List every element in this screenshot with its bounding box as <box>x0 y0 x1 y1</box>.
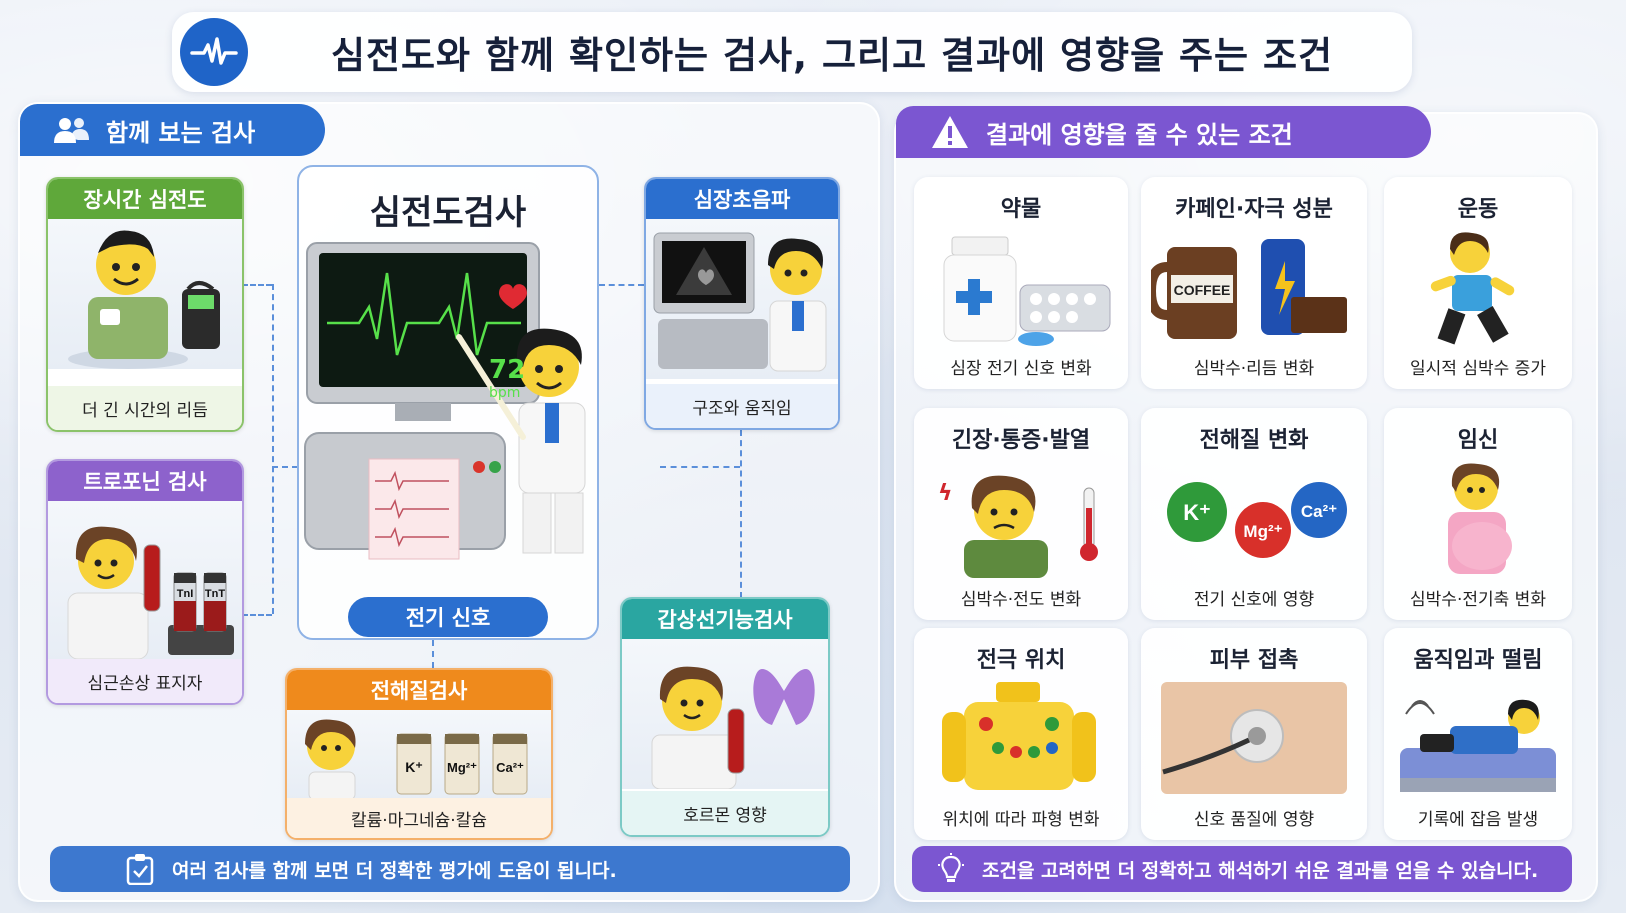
holter-title: 장시간 심전도 <box>48 179 242 219</box>
thyroid-test-card[interactable]: 갑상선기능검사 호르몬 영향 <box>620 597 830 837</box>
ion-ball-ca: Ca²⁺ <box>1301 502 1337 521</box>
thyroid-image <box>622 639 828 790</box>
ion-label-mg: Mg²⁺ <box>447 760 477 775</box>
related-tests-title: 함께 보는 검사 <box>106 118 256 147</box>
condition-caption: 신호 품질에 영향 <box>1193 810 1315 830</box>
echo-image <box>646 219 838 379</box>
mug-label: COFFEE <box>1174 282 1231 298</box>
electrical-signal-pill: 전기 신호 <box>348 597 548 637</box>
connector <box>272 466 298 468</box>
troponin-image: TnI TnT <box>48 501 242 661</box>
electrolyte-balls-icon: K⁺ Mg²⁺ Ca²⁺ <box>1151 458 1357 578</box>
thyroid-title: 갑상선기능검사 <box>622 599 828 639</box>
echo-title: 심장초음파 <box>646 179 838 219</box>
condition-card-stress[interactable]: 긴장·통증·발열 ϟ 심박수·전도 변화 <box>914 408 1128 620</box>
condition-title: 긴장·통증·발열 <box>951 428 1091 453</box>
condition-card-exercise[interactable]: 운동 일시적 심박수 증가 <box>1384 177 1572 389</box>
conditions-header: 결과에 영향을 줄 수 있는 조건 <box>896 106 1431 158</box>
people-icon <box>54 118 89 143</box>
connector <box>242 284 272 286</box>
condition-card-caffeine[interactable]: 카페인·자극 성분 COFFEE 심박수·리듬 변화 <box>1141 177 1367 389</box>
related-tests-footer-text: 여러 검사를 함께 보면 더 정확한 평가에 도움이 됩니다. <box>172 859 617 882</box>
title-bar: 심전도와 함께 확인하는 검사, 그리고 결과에 영향을 주는 조건 <box>172 12 1412 92</box>
page-title: 심전도와 함께 확인하는 검사, 그리고 결과에 영향을 주는 조건 <box>330 34 1334 77</box>
conditions-footer-text: 조건을 고려하면 더 정확하고 해석하기 쉬운 결과를 얻을 수 있습니다. <box>982 859 1539 882</box>
connector <box>432 640 434 668</box>
condition-title: 운동 <box>1457 197 1499 222</box>
stress-marks: ϟ <box>938 481 953 506</box>
warning-icon <box>932 116 968 148</box>
condition-caption: 심장 전기 신호 변화 <box>950 359 1092 379</box>
troponin-card[interactable]: 트로포닌 검사 TnI TnT 심근손상 표지자 <box>46 459 244 705</box>
thyroid-caption: 호르몬 영향 <box>622 791 828 835</box>
lightbulb-icon <box>938 853 964 882</box>
condition-title: 카페인·자극 성분 <box>1175 197 1333 222</box>
holter-card[interactable]: 장시간 심전도 더 긴 시간의 리듬 <box>46 177 244 432</box>
electrolyte-image: K⁺ Mg²⁺ Ca²⁺ <box>287 710 551 801</box>
ecg-machine-illustration <box>304 242 586 560</box>
holter-caption: 더 긴 시간의 리듬 <box>48 386 242 430</box>
troponin-title: 트로포닌 검사 <box>48 461 242 501</box>
condition-card-movement[interactable]: 움직임과 떨림 기록에 잡음 발생 <box>1384 628 1572 840</box>
condition-card-electrode-position[interactable]: 전극 위치 위치에 따라 파형 변화 <box>914 628 1128 840</box>
condition-caption: 심박수·전기축 변화 <box>1410 590 1546 610</box>
skin-electrode-icon <box>1151 678 1357 798</box>
condition-caption: 일시적 심박수 증가 <box>1410 359 1546 379</box>
vial-label-tnt: TnT <box>205 588 225 600</box>
ion-ball-mg: Mg²⁺ <box>1243 522 1282 541</box>
condition-title: 움직임과 떨림 <box>1413 648 1543 673</box>
ecg-title: 심전도검사 <box>369 193 527 233</box>
running-person-icon <box>1394 227 1562 347</box>
ion-ball-k: K⁺ <box>1183 500 1211 525</box>
ecg-wave-icon <box>180 18 248 86</box>
condition-caption: 심박수·전도 변화 <box>960 590 1082 610</box>
condition-caption: 심박수·리듬 변화 <box>1193 359 1315 379</box>
condition-title: 임신 <box>1457 428 1499 453</box>
electrode-torso-icon <box>924 678 1118 798</box>
electrolyte-caption: 칼륨·마그네슘·칼슘 <box>287 798 551 838</box>
condition-title: 전해질 변화 <box>1199 428 1309 453</box>
echo-caption: 구조와 움직임 <box>646 384 838 428</box>
condition-caption: 위치에 따라 파형 변화 <box>942 810 1100 830</box>
clipboard-check-icon <box>126 854 154 885</box>
connector <box>740 430 742 598</box>
connector <box>599 284 644 286</box>
condition-card-electrolyte[interactable]: 전해질 변화 K⁺ Mg²⁺ Ca²⁺ 전기 신호에 영향 <box>1141 408 1367 620</box>
related-tests-footer: 여러 검사를 함께 보면 더 정확한 평가에 도움이 됩니다. <box>50 846 850 892</box>
condition-title: 약물 <box>1000 197 1042 222</box>
ecg-center-card[interactable]: 심전도검사 72 bpm <box>297 165 599 640</box>
ion-label-ca: Ca²⁺ <box>496 760 524 775</box>
electrolyte-title: 전해질검사 <box>287 670 551 710</box>
condition-card-skin-contact[interactable]: 피부 접촉 신호 품질에 영향 <box>1141 628 1367 840</box>
connector <box>242 614 272 616</box>
condition-card-pregnancy[interactable]: 임신 심박수·전기축 변화 <box>1384 408 1572 620</box>
holter-image <box>48 219 242 369</box>
connector <box>272 284 274 614</box>
condition-title: 전극 위치 <box>976 648 1066 673</box>
conditions-footer: 조건을 고려하면 더 정확하고 해석하기 쉬운 결과를 얻을 수 있습니다. <box>912 846 1572 892</box>
condition-card-medication[interactable]: 약물 심장 전기 신호 변화 <box>914 177 1128 389</box>
electrolyte-test-card[interactable]: 전해질검사 K⁺ Mg²⁺ Ca²⁺ 칼륨·마그네슘·칼슘 <box>285 668 553 840</box>
heart-rate-unit: bpm <box>489 385 521 401</box>
pregnant-person-icon <box>1394 458 1562 578</box>
troponin-caption: 심근손상 표지자 <box>48 659 242 703</box>
ion-label-k: K⁺ <box>405 759 423 775</box>
condition-caption: 기록에 잡음 발생 <box>1417 810 1539 830</box>
coffee-mug-icon: COFFEE <box>1145 227 1357 347</box>
vial-label-tni: TnI <box>177 588 194 600</box>
related-tests-header: 함께 보는 검사 <box>20 104 325 156</box>
conditions-title: 결과에 영향을 줄 수 있는 조건 <box>986 120 1293 149</box>
patient-bed-icon <box>1394 678 1562 798</box>
stressed-person-icon: ϟ <box>924 458 1118 578</box>
connector <box>660 466 740 468</box>
medicine-bottle-icon <box>924 227 1118 347</box>
condition-caption: 전기 신호에 영향 <box>1193 590 1315 610</box>
heart-rate-value: 72 <box>489 355 526 385</box>
echocardiogram-card[interactable]: 심장초음파 구조와 움직임 <box>644 177 840 430</box>
condition-title: 피부 접촉 <box>1209 648 1299 673</box>
